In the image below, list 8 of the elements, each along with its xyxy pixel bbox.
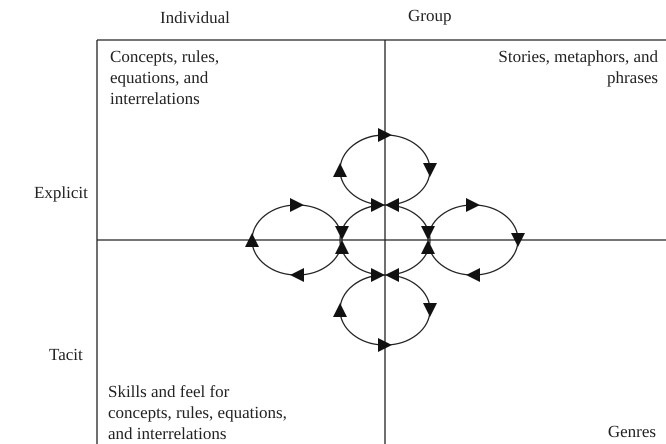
quadrant-text: Concepts, rules, equations, and interrelations bbox=[110, 46, 220, 109]
quadrant-text: Skills and feel for concepts, rules, equations, and interrelations bbox=[108, 381, 288, 444]
row-header: Explicit bbox=[34, 183, 88, 203]
column-header: Group bbox=[408, 6, 452, 26]
row-header: Tacit bbox=[49, 345, 83, 365]
column-header: Individual bbox=[160, 8, 230, 28]
quadrant-text: Genres bbox=[608, 421, 656, 442]
quadrant-text: Stories, metaphors, and phrases bbox=[497, 46, 658, 88]
